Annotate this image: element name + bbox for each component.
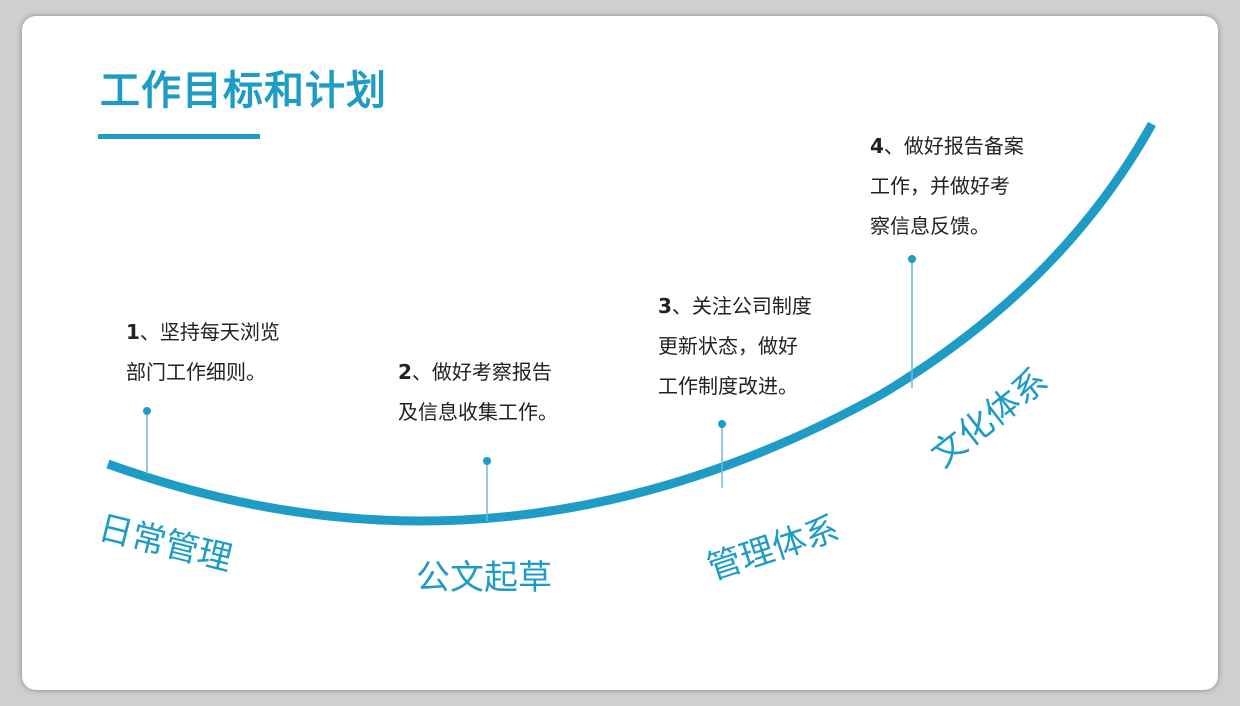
item-3-separator: 、	[671, 294, 692, 318]
slide: 工作目标和计划 1、坚持每天浏览 部门工作细则。 2、做好考察报告 及信息收集工…	[22, 16, 1218, 690]
item-4-number: 4	[870, 134, 884, 158]
title-underline	[98, 134, 260, 139]
item-1-line-2: 部门工作细则。	[126, 360, 266, 384]
item-2-line-1: 做好考察报告	[431, 360, 552, 384]
item-1-separator: 、	[139, 320, 160, 344]
item-3-description: 3、关注公司制度 更新状态，做好 工作制度改进。	[658, 286, 812, 406]
item-4-separator: 、	[883, 134, 904, 158]
connector-dot-2	[483, 457, 491, 465]
item-1-number: 1	[126, 320, 140, 344]
item-2-separator: 、	[411, 360, 432, 384]
connector-dot-4	[908, 255, 916, 263]
connector-dot-1	[143, 407, 151, 415]
item-4-line-3: 察信息反馈。	[870, 214, 990, 238]
timeline-curve	[106, 121, 1156, 526]
stage-label-2: 公文起草	[416, 558, 552, 598]
item-4-description: 4、做好报告备案 工作，并做好考 察信息反馈。	[870, 126, 1024, 246]
item-1-description: 1、坚持每天浏览 部门工作细则。	[126, 312, 280, 392]
item-3-line-2: 更新状态，做好	[658, 334, 798, 358]
item-4-line-2: 工作，并做好考	[870, 174, 1010, 198]
item-2-line-2: 及信息收集工作。	[398, 400, 558, 424]
page-title: 工作目标和计划	[100, 68, 387, 114]
item-3-number: 3	[658, 294, 672, 318]
item-2-number: 2	[398, 360, 412, 384]
item-1-line-1: 坚持每天浏览	[159, 320, 280, 344]
item-3-line-1: 关注公司制度	[691, 294, 812, 318]
item-4-line-1: 做好报告备案	[903, 134, 1024, 158]
connector-dot-3	[718, 420, 726, 428]
item-2-description: 2、做好考察报告 及信息收集工作。	[398, 352, 558, 432]
item-3-line-3: 工作制度改进。	[658, 374, 798, 398]
timeline-graphic	[106, 121, 1156, 526]
